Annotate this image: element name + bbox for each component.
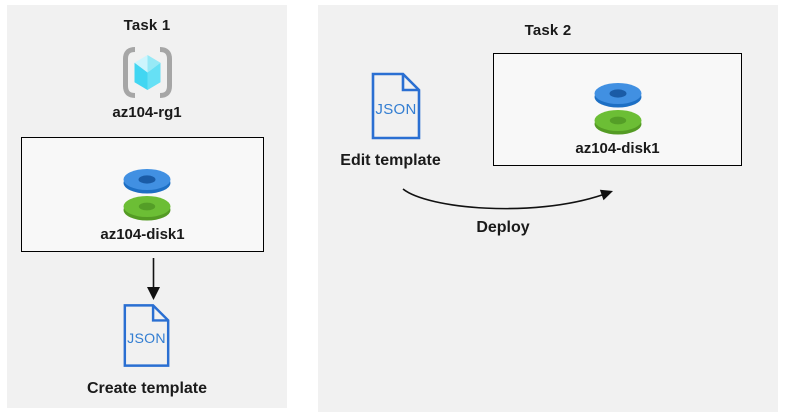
- json-doc-fold: [151, 305, 169, 322]
- bracket-right: [159, 47, 172, 98]
- down-arrow-icon: [147, 258, 160, 300]
- deploy-label: Deploy: [476, 219, 530, 236]
- bracket-left: [123, 47, 136, 98]
- resource-group-label: az104-rg1: [112, 104, 182, 121]
- deploy-arrow-head: [599, 189, 613, 201]
- json-doc-outline: [371, 72, 421, 140]
- json-file-icon: JSON: [123, 304, 170, 367]
- cube-facet-lower-left: [134, 62, 148, 90]
- task1-disk-box: az104-disk1: [21, 137, 264, 252]
- cube-facet-upper-left: [134, 55, 148, 73]
- json-doc-text: JSON: [127, 330, 166, 346]
- disk-label: az104-disk1: [575, 140, 660, 157]
- create-template-label: Create template: [86, 380, 208, 397]
- deploy-arrow-curve: [402, 188, 603, 210]
- deploy-arrow-icon: [402, 188, 613, 210]
- json-doc-fold: [401, 74, 419, 92]
- managed-disk-icon: [594, 83, 642, 135]
- cube-facet-upper-right: [147, 55, 161, 73]
- json-doc-text: JSON: [375, 101, 416, 118]
- disk-label: az104-disk1: [100, 226, 185, 243]
- task2-panel: Task 2 JSON Edit template az104-disk1: [318, 5, 778, 412]
- task2-title: Task 2: [524, 22, 572, 39]
- task1-title: Task 1: [123, 17, 171, 34]
- json-file-icon: JSON: [371, 72, 421, 140]
- disk-green-hole: [609, 116, 627, 125]
- edit-template-label: Edit template: [340, 152, 441, 169]
- disk-blue-hole: [609, 89, 627, 98]
- disk-blue-hole: [138, 175, 156, 184]
- json-doc-outline: [123, 304, 170, 367]
- managed-disk-icon: [123, 169, 171, 221]
- task2-disk-box: az104-disk1: [493, 53, 742, 166]
- disk-green-hole: [138, 202, 156, 211]
- task1-panel: Task 1 az104-rg1 az104-disk1: [7, 5, 287, 408]
- resource-group-icon: [123, 47, 172, 98]
- down-arrow-head: [147, 287, 160, 300]
- cube-facet-lower-right: [147, 62, 161, 90]
